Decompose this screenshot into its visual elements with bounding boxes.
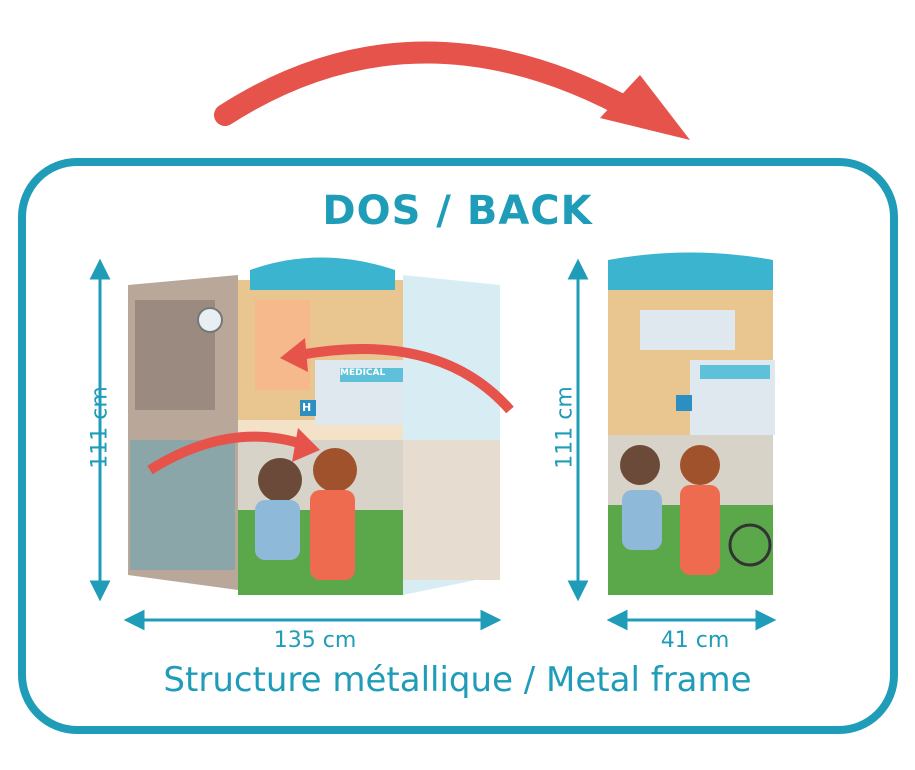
right-width-label: 41 cm <box>660 628 730 653</box>
playhouse-single-panel <box>608 252 775 595</box>
frame-border <box>18 158 898 734</box>
medical-sign: MEDICAL <box>340 368 386 378</box>
hospital-sign: H <box>302 401 312 414</box>
title: DOS / BACK <box>322 188 593 234</box>
flip-arrow-icon <box>214 41 690 140</box>
left-width-label: 135 cm <box>273 628 357 653</box>
playhouse-three-panel <box>128 257 514 595</box>
right-height-label: 111 cm <box>552 386 578 469</box>
dimension-arrows <box>89 258 777 631</box>
footer-caption: Structure métallique / Metal frame <box>163 660 752 700</box>
left-height-label: 111 cm <box>87 386 113 469</box>
